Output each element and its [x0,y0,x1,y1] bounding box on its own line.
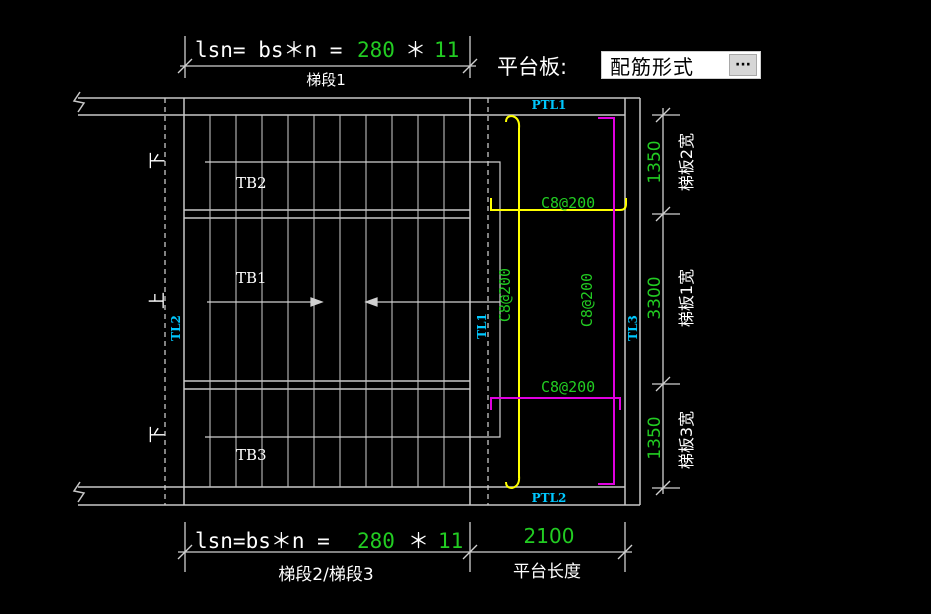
bottom-dimension-lines [177,522,633,572]
down-arrow-top-label: 下 [148,152,168,169]
top-bs: 280 [357,38,395,62]
up-arrow-label: 上 [148,292,168,309]
ptl2-label: PTL2 [532,491,567,505]
top-dim-name: 梯段1 [306,71,346,89]
ellipsis-button[interactable]: ··· [729,54,757,76]
reinforcement-type-value: 配筋形式 [610,54,694,79]
dim-tb2-width-label: 梯板2宽 [677,133,696,191]
yellow-rebar [490,114,627,490]
tb3-label: TB3 [236,446,267,464]
rebar-left-label: C8@200 [496,268,514,322]
top-op: ＊ [405,38,426,62]
stair-treads [209,115,445,487]
dim-3300: 3300 [645,276,665,319]
bottom-dim-name: 梯段2/梯段3 [278,565,373,585]
walk-lines [205,161,501,438]
platform-length-value: 2100 [524,524,575,548]
dim-tb3-width-label: 梯板3宽 [677,411,696,469]
dim-tb1-width-label: 梯板1宽 [677,269,696,327]
rebar-bottom-label: C8@200 [541,378,595,396]
bottom-op: ＊ [408,529,429,553]
reinforcement-type-field[interactable]: 配筋形式 ··· [601,51,761,79]
rebar-top-label: C8@200 [541,194,595,212]
down-arrow-bottom-label: 下 [148,426,168,443]
dim-1350-bottom: 1350 [645,416,665,459]
right-dimension-lines [652,107,680,496]
tb1-label: TB1 [236,269,267,287]
beam-dashed-lines [164,98,489,505]
top-dimension [177,36,478,78]
dim-1350-top: 1350 [645,140,665,183]
platform-slab-label: 平台板: [497,55,567,79]
rebar-right-label: C8@200 [578,273,596,327]
tb2-label: TB2 [236,174,267,192]
tl1-label: TL1 [475,313,489,339]
ptl1-label: PTL1 [532,98,567,112]
bottom-bs: 280 [357,529,395,553]
platform-length-label: 平台长度 [513,562,581,582]
tl2-label: TL2 [169,315,183,341]
bottom-formula: lsn=bs＊n = [195,529,330,553]
top-n: 11 [434,38,459,62]
tl3-label: TL3 [626,315,640,341]
magenta-rebar [490,117,621,485]
top-formula: lsn= bs＊n = [195,38,342,62]
bottom-n: 11 [438,529,463,553]
